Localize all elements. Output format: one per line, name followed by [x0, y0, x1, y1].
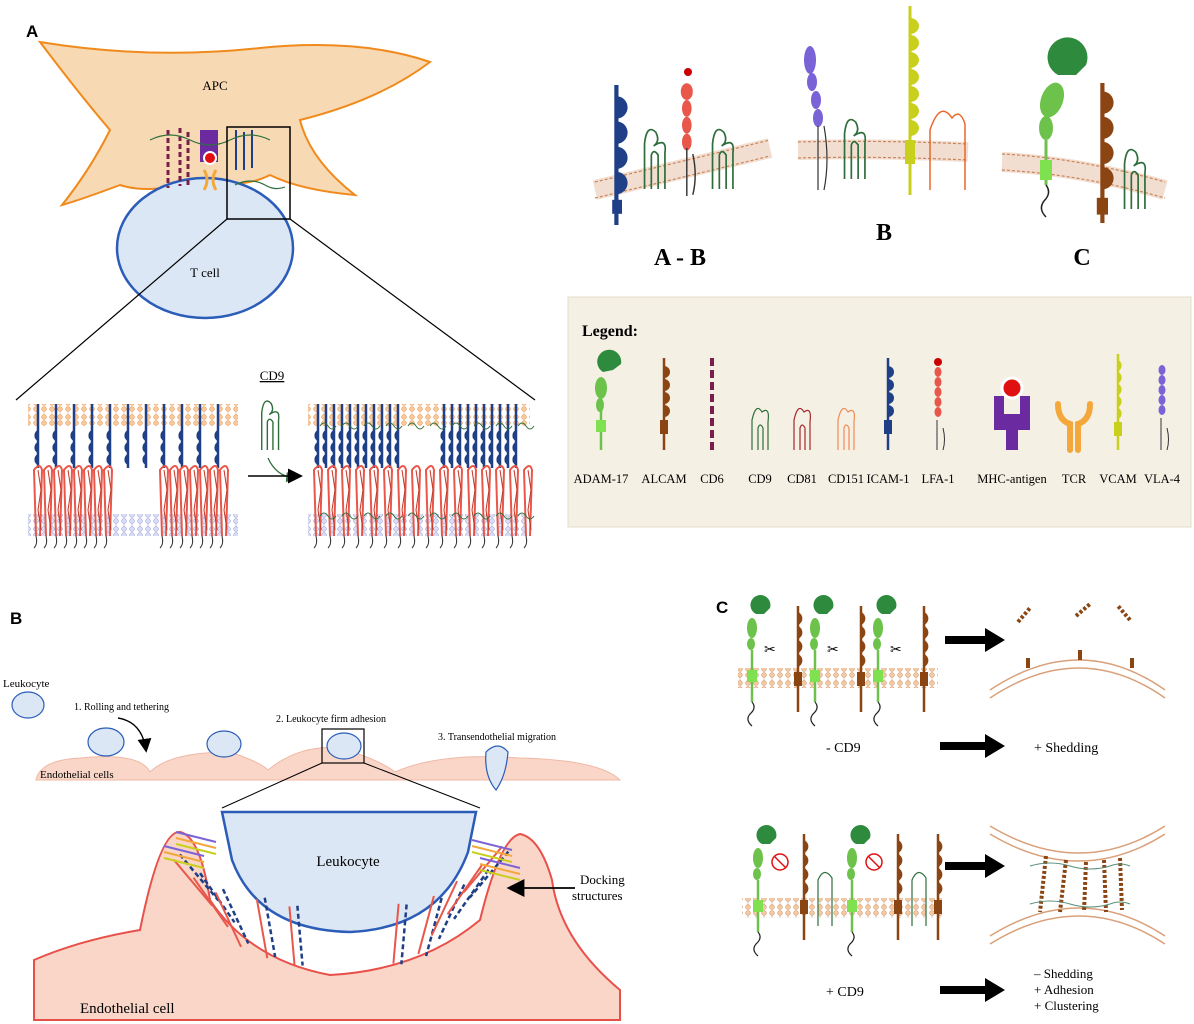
c-plus-cd9-membrane	[742, 825, 943, 957]
cd9-molecule	[260, 400, 280, 451]
leukocyte-label: Leukocyte	[3, 678, 50, 690]
cd81-icon	[793, 407, 811, 450]
leukocyte-zoom	[220, 810, 478, 934]
legend-label: TCR	[1062, 472, 1087, 486]
cd9-icon	[751, 407, 769, 450]
legend-label: CD151	[828, 472, 864, 486]
endothelial-cells-label: Endothelial cells	[40, 769, 114, 781]
c-arrow-bottom-1	[945, 854, 1005, 878]
config-label-b: B	[876, 220, 892, 246]
legend-item-mhc-antigen: MHC-antigen	[977, 376, 1047, 486]
legend-label: ICAM-1	[866, 472, 909, 486]
config-label-a-b: A - B	[654, 245, 706, 271]
plus-cd9-label: + CD9	[826, 985, 864, 1000]
svg-text:✂: ✂	[827, 642, 839, 658]
legend-item-alcam: ALCAM	[641, 358, 687, 486]
c-arrow-top-2	[940, 734, 1005, 758]
synapse-molecules	[149, 128, 286, 191]
minus-cd9-label: - CD9	[826, 741, 861, 756]
cd9-label: CD9	[260, 368, 285, 383]
legend-item-cd6: CD6	[700, 358, 724, 486]
result-clustering: + Clustering	[1034, 998, 1099, 1013]
zoom-detail-after	[308, 404, 535, 549]
legend-label: MHC-antigen	[977, 472, 1047, 486]
clustered-cells	[989, 825, 1166, 945]
legend-item-cd81: CD81	[787, 407, 817, 486]
legend-item-cd151: CD151	[828, 407, 864, 486]
t-cell	[115, 176, 295, 320]
vla4-icon	[1158, 365, 1169, 451]
c-arrow-bottom-2	[940, 978, 1005, 1002]
config-a-b	[592, 68, 773, 225]
adam17-icon	[595, 349, 622, 450]
configurations: A - B B	[592, 6, 1168, 271]
apc-cell	[37, 40, 433, 207]
legend-item-vla-4: VLA-4	[1144, 365, 1181, 486]
legend-label: ALCAM	[641, 472, 686, 486]
icam1-icon	[884, 358, 894, 450]
panel-c-letter: C	[716, 598, 728, 617]
endothelial-cell-label: Endothelial cell	[80, 1001, 175, 1017]
zoom-detail-before	[28, 404, 238, 549]
legend-label: CD81	[787, 472, 817, 486]
svg-text:✂: ✂	[890, 642, 902, 658]
legend-box	[567, 296, 1192, 528]
legend-label: VCAM	[1099, 472, 1137, 486]
leukocyte-zoom-label: Leukocyte	[316, 854, 380, 870]
adhesion-molecules-b	[163, 831, 521, 967]
plus-shedding-label: + Shedding	[1034, 741, 1098, 756]
lfa1-icon	[934, 358, 945, 451]
shed-fragments	[989, 602, 1166, 699]
legend-label: CD6	[700, 472, 724, 486]
docking-label-line2: structures	[572, 888, 623, 903]
tcr-icon	[1055, 401, 1093, 453]
step-3-label: 3. Transendothelial migration	[438, 732, 556, 743]
apc-label: APC	[202, 78, 227, 93]
config-b	[797, 6, 969, 195]
config-label-c: C	[1073, 245, 1090, 271]
t-cell-label: T cell	[190, 265, 220, 280]
zoom-box	[226, 126, 291, 220]
legend-item-icam-1: ICAM-1	[866, 358, 910, 486]
legend-item-cd9: CD9	[748, 407, 772, 486]
config-c	[1001, 37, 1168, 223]
result-adhesion: + Adhesion	[1034, 982, 1094, 997]
legend-title: Legend:	[582, 323, 638, 340]
legend-item-tcr: TCR	[1055, 401, 1093, 486]
panel-c: C ✂ ✂ ✂ - CD9 + Shedding	[716, 595, 1166, 1013]
vcam-icon	[1114, 354, 1122, 450]
endothelial-cell-zoom	[33, 831, 621, 1021]
legend-item-lfa-1: LFA-1	[921, 358, 955, 486]
legend-item-adam-17: ADAM-17	[574, 349, 629, 486]
panel-a: A APC T cell	[15, 22, 536, 549]
legend-label: VLA-4	[1144, 472, 1181, 486]
c-minus-cd9-membrane: ✂ ✂ ✂	[738, 595, 938, 727]
panel-b-letter: B	[10, 609, 22, 628]
panel-a-letter: A	[26, 22, 38, 41]
legend-label: CD9	[748, 472, 772, 486]
docking-label-line1: Docking	[580, 872, 625, 887]
c-arrow-top-1	[945, 628, 1005, 652]
svg-text:✂: ✂	[764, 642, 776, 658]
step-2-label: 2. Leukocyte firm adhesion	[276, 714, 386, 725]
legend-label: ADAM-17	[574, 472, 629, 486]
step-1-label: 1. Rolling and tethering	[74, 702, 169, 713]
mhc-antigen-icon	[994, 376, 1030, 450]
alcam-icon	[660, 358, 670, 450]
legend-label: LFA-1	[921, 472, 954, 486]
result-shedding: – Shedding	[1033, 966, 1093, 981]
endothelium-strip	[35, 746, 622, 781]
legend-item-vcam: VCAM	[1099, 354, 1137, 486]
cd151-icon	[837, 407, 855, 450]
panel-b: B Leukocyte 1. Rolling and tethering 2. …	[3, 609, 625, 1021]
